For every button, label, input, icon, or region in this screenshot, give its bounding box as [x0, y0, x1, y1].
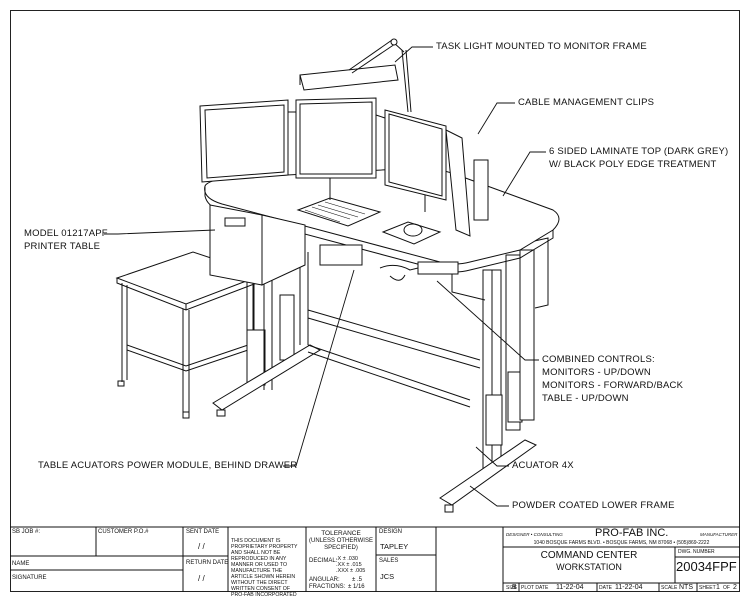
- scale-value: NTS: [679, 584, 693, 591]
- decimal-xx: .XX ± .015: [336, 562, 362, 568]
- mouse-pad: [381, 221, 442, 245]
- callout-top-line1: 6 SIDED LAMINATE TOP (DARK GREY): [549, 146, 729, 157]
- sales-label: SALES: [379, 558, 399, 564]
- decimal-label: DECIMAL:: [309, 558, 338, 564]
- angular-value: ± .5: [352, 577, 362, 583]
- leader-lines: [104, 46, 546, 507]
- signature-label: SIGNATURE: [12, 575, 47, 581]
- name-label: NAME: [12, 561, 30, 567]
- return-date-value: / /: [198, 574, 205, 583]
- tolerance-sub1: (UNLESS OTHERWISE: [309, 538, 373, 544]
- design-label: DESIGN: [379, 529, 403, 535]
- fraction-label: FRACTIONS:: [309, 584, 346, 590]
- callout-controls-line3: TABLE - UP/DOWN: [542, 393, 629, 404]
- tolerance-title: TOLERANCE: [321, 530, 361, 537]
- keyboard: [296, 197, 382, 227]
- manufacturer-caption: MANUFACTURER: [700, 532, 738, 537]
- drawing-title-line2: WORKSTATION: [556, 562, 622, 572]
- company-address: 1040 BOSQUE FARMS BLVD. • BOSQUE FARMS, …: [533, 540, 710, 546]
- callout-controls-line1: MONITORS - UP/DOWN: [542, 367, 651, 378]
- size-value: B: [512, 584, 517, 591]
- sales-value: JCS: [380, 572, 395, 581]
- date-label: DATE: [599, 585, 612, 591]
- callout-lower-frame: POWDER COATED LOWER FRAME: [512, 500, 675, 511]
- drawing-sheet: [10, 10, 740, 592]
- sheet-total: 2: [733, 584, 737, 591]
- dwg-number-label: DWG. NUMBER: [678, 549, 715, 555]
- sheet-value: 1: [716, 584, 720, 591]
- sheet-label: SHEET: [699, 585, 716, 591]
- monitors: [199, 97, 489, 237]
- proprietary-notice: THIS DOCUMENT IS PROPRIETARY PROPERTY AN…: [231, 538, 298, 598]
- desk-frame: [212, 237, 549, 513]
- return-date-label: RETURN DATE: [186, 560, 229, 566]
- callout-controls-line2: MONITORS - FORWARD/BACK: [542, 380, 684, 391]
- company-name: PRO-FAB INC.: [595, 527, 669, 539]
- callout-controls-title: COMBINED CONTROLS:: [542, 354, 655, 365]
- designer-caption: DESIGNER • CONSULTING: [506, 532, 563, 537]
- dwg-number: 20034FPF: [676, 559, 737, 574]
- angular-label: ANGULAR:: [309, 577, 340, 583]
- callout-task-light: TASK LIGHT MOUNTED TO MONITOR FRAME: [436, 41, 647, 52]
- callout-cable-clips: CABLE MANAGEMENT CLIPS: [518, 97, 655, 108]
- sent-date-value: / /: [198, 542, 205, 551]
- callout-actuator: ACUATOR 4X: [512, 460, 574, 471]
- tolerance-sub2: SPECIFIED): [324, 545, 358, 551]
- drawing-title-line1: COMMAND CENTER: [540, 550, 638, 561]
- drawer: [209, 204, 306, 286]
- fraction-value: ± 1/16: [348, 584, 365, 590]
- plot-date-label: PLOT DATE: [521, 585, 549, 591]
- customer-po-label: CUSTOMER P.O.#: [98, 529, 149, 535]
- size-label: SIZE: [506, 585, 518, 591]
- callout-power-module: TABLE ACUATORS POWER MODULE, BEHIND DRAW…: [38, 460, 298, 471]
- callout-printer-line2: PRINTER TABLE: [24, 241, 101, 252]
- sheet-of: OF: [723, 585, 730, 591]
- decimal-x: .X ± .030: [336, 556, 358, 562]
- design-value: TAPLEY: [380, 542, 409, 551]
- scale-label: SCALE: [661, 585, 678, 591]
- title-block-grid: [10, 526, 740, 592]
- date-value: 11-22-04: [615, 584, 643, 591]
- sb-job-label: SB JOB #:: [12, 529, 41, 535]
- sent-date-label: SENT DATE: [186, 529, 220, 535]
- callout-printer-line1: MODEL 01217APF: [24, 228, 108, 239]
- decimal-xxx: .XXX ± .005: [336, 568, 366, 574]
- task-light: [299, 38, 412, 113]
- callout-top-line2: W/ BLACK POLY EDGE TREATMENT: [549, 159, 717, 170]
- plot-date-value: 11-22-04: [556, 584, 584, 591]
